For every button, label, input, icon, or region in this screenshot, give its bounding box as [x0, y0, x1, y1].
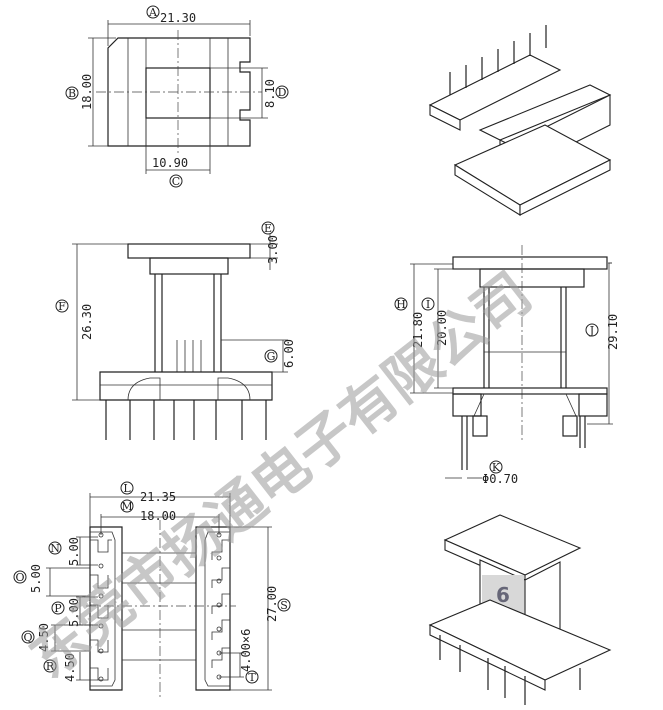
front-view: H 21.80 I 20.00 J 29.10 K Φ0.70 — [394, 245, 620, 486]
dim-value-F: 26.30 — [80, 304, 94, 340]
dim-label-N: N — [50, 542, 60, 555]
side-view: F 26.30 E 3.00 G 6.00 — [55, 221, 296, 440]
dim-value-Q: 4.50 — [37, 623, 51, 652]
iso-view-badge: 6 — [496, 583, 510, 607]
dim-label-Q: Q — [23, 631, 32, 644]
dim-value-K: Φ0.70 — [482, 472, 518, 486]
dim-value-I: 20.00 — [435, 310, 449, 346]
dim-value-S: 27.00 — [265, 586, 279, 622]
dim-label-D: D — [278, 86, 287, 99]
dim-value-T: 4.00×6 — [239, 629, 253, 672]
dim-label-T: T — [248, 671, 256, 684]
dim-label-L: L — [123, 482, 131, 495]
dim-label-O: O — [15, 571, 24, 584]
dim-label-C: C — [172, 175, 180, 188]
dim-value-N: 5.00 — [67, 537, 81, 566]
dim-label-P: P — [54, 602, 62, 615]
side-view-pins — [105, 400, 267, 440]
dim-value-P: 5.00 — [67, 598, 81, 627]
dim-value-J: 29.10 — [606, 314, 620, 350]
dim-value-R: 4.50 — [63, 653, 77, 682]
dim-value-M: 18.00 — [140, 509, 176, 523]
dim-value-H: 21.80 — [411, 312, 425, 348]
dim-value-C: 10.90 — [152, 156, 188, 170]
iso-view-bottom: 6 — [428, 514, 612, 705]
dim-label-S: S — [280, 599, 288, 612]
dim-value-G: 6.00 — [282, 339, 296, 368]
dim-value-B: 18.00 — [80, 74, 94, 110]
dim-label-A: A — [148, 6, 158, 19]
dim-value-A: 21.30 — [160, 11, 196, 25]
dim-label-F: F — [58, 300, 66, 313]
iso-view-top — [428, 25, 612, 216]
dim-label-H: H — [396, 298, 406, 311]
dim-label-R: R — [46, 660, 55, 673]
dim-value-O: 5.00 — [29, 564, 43, 593]
dim-label-J: J — [589, 324, 594, 337]
dim-label-B: B — [68, 87, 76, 100]
dim-value-D: 8.10 — [263, 79, 277, 108]
dim-value-E: 3.00 — [266, 235, 280, 264]
dim-label-E: E — [264, 222, 272, 235]
dim-label-M: M — [121, 500, 132, 513]
top-view: A 21.30 B 18.00 D 8.10 10.90 C — [65, 5, 289, 188]
bottom-view-right-pins — [211, 532, 230, 680]
dim-value-L: 21.35 — [140, 490, 176, 504]
bottom-view: L 21.35 M 18.00 N 5.00 O 5.00 P 5.00 — [13, 481, 291, 700]
dim-label-K: K — [492, 461, 501, 474]
dim-label-I: I — [426, 298, 430, 311]
dim-label-G: G — [267, 350, 276, 363]
